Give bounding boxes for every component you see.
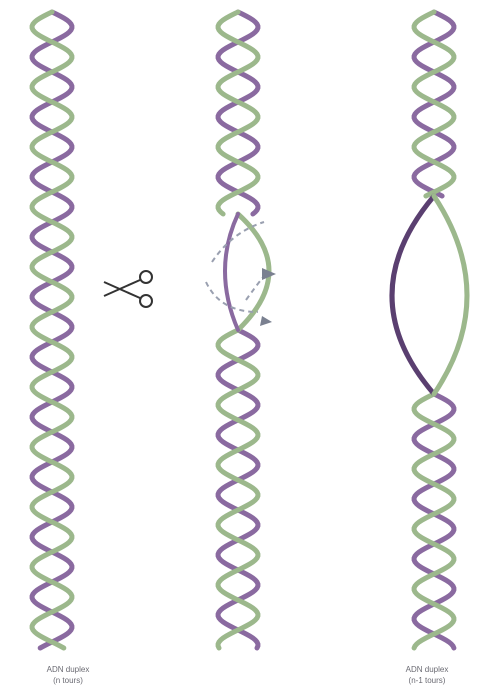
caption-right-line2: (n-1 tours): [357, 675, 497, 686]
caption-left-line2: (n tours): [0, 675, 138, 686]
dna-duplex-n-turns: [32, 12, 72, 648]
scissors-handle-upper: [140, 271, 152, 283]
dna-bubble-strand-right: [434, 196, 467, 394]
caption-left: ADN duplex (n tours): [0, 664, 138, 686]
unwinding-arrow-upper: [212, 222, 264, 262]
caption-left-line1: ADN duplex: [0, 664, 138, 675]
arrow-head-small: [260, 316, 272, 326]
dna-duplex-cut-unwinding: [218, 12, 269, 648]
caption-right-line1: ADN duplex: [357, 664, 497, 675]
unwinding-arrow-lower: [206, 282, 258, 312]
scissors-handle-lower: [140, 295, 152, 307]
dna-duplex-n-minus-1-turns: [392, 12, 467, 648]
dna-bubble-strand-left: [392, 196, 434, 394]
scissors-blade-upper: [104, 280, 140, 296]
caption-right: ADN duplex (n-1 tours): [357, 664, 497, 686]
dna-loop-strand-inner: [225, 214, 238, 330]
scissors-icon: [104, 271, 152, 307]
scissors-blade-lower: [104, 282, 140, 298]
